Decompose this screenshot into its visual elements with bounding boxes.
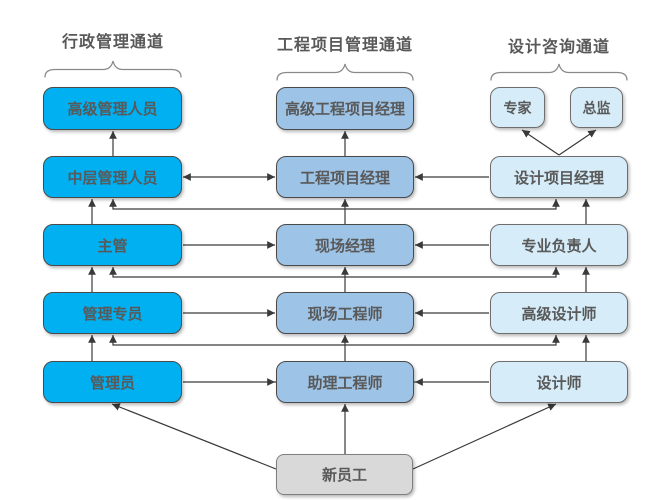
node-expert: 专家 xyxy=(490,87,545,128)
arrow-design-project-manager-to-director xyxy=(558,129,597,156)
arrow-supervisor-discipline-lead-link xyxy=(109,267,560,278)
node-discipline-lead: 专业负责人 xyxy=(490,224,628,266)
node-administrator: 管理员 xyxy=(43,361,182,403)
channel-title-design: 设计咨询通道 xyxy=(507,39,610,56)
arrow-specialist-senior-designer-link xyxy=(109,335,560,346)
node-director: 总监 xyxy=(570,87,623,128)
node-senior-manager: 高级管理人员 xyxy=(43,87,182,130)
node-middle-manager: 中层管理人员 xyxy=(43,156,182,198)
arrow-new-employee-to-administrator xyxy=(111,403,277,470)
brace-project-channel xyxy=(276,63,414,81)
node-new-employee: 新员工 xyxy=(276,454,413,495)
arrow-design-project-manager-to-expert xyxy=(521,129,560,156)
node-assistant-engineer: 助理工程师 xyxy=(276,361,414,403)
node-supervisor: 主管 xyxy=(43,224,182,266)
node-site-engineer: 现场工程师 xyxy=(276,292,414,334)
node-project-manager: 工程项目经理 xyxy=(276,156,414,198)
arrow-new-employee-to-designer xyxy=(412,403,557,470)
node-senior-designer: 高级设计师 xyxy=(490,292,628,334)
brace-design-channel xyxy=(490,63,628,81)
node-designer: 设计师 xyxy=(490,361,628,403)
node-site-manager: 现场经理 xyxy=(276,224,414,266)
node-admin-specialist: 管理专员 xyxy=(43,292,182,334)
node-design-project-manager: 设计项目经理 xyxy=(490,156,628,198)
brace-admin-channel xyxy=(44,60,182,78)
node-senior-project-manager: 高级工程项目经理 xyxy=(276,87,414,130)
arrow-middle-manager-design-project-manager-link xyxy=(109,199,560,210)
channel-title-admin: 行政管理通道 xyxy=(61,34,164,51)
channel-title-project: 工程项目管理通道 xyxy=(276,37,413,54)
